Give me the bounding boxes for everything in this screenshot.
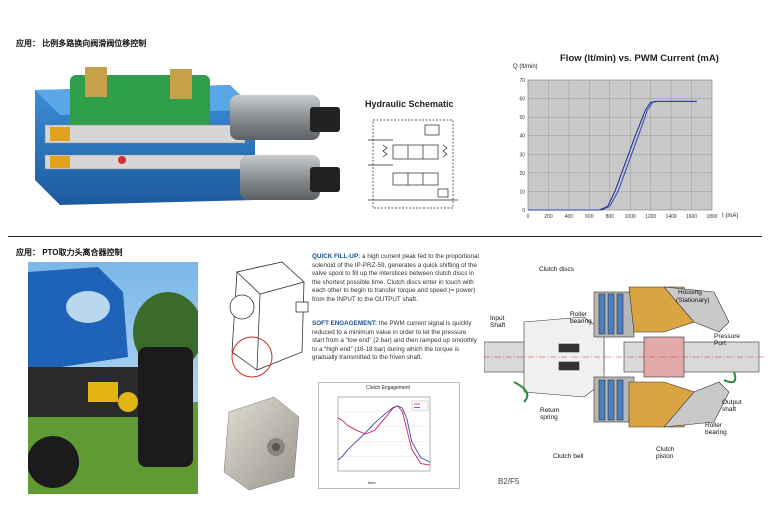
flow-ytick-label: 40	[519, 134, 525, 140]
gearbox-photo	[223, 396, 300, 491]
flow-chart-ylabel: Q (lt/min)	[513, 64, 538, 70]
clutch-chart-xlabel: time	[368, 480, 376, 485]
flow-ytick-label: 60	[519, 97, 525, 103]
label-clutch-discs: Clutch discs	[539, 266, 575, 273]
flow-xtick-label: 800	[606, 214, 615, 220]
label-housing: Housing	[678, 289, 702, 296]
quick-fill-paragraph: QUICK FILL-UP: a high current peak fed t…	[312, 253, 480, 305]
flow-series-line	[528, 100, 697, 211]
section-divider	[8, 236, 762, 237]
hydraulic-schematic	[368, 119, 458, 209]
clutch-series-line	[337, 405, 431, 463]
clutch-chart-title: Clutch Engagement	[366, 385, 410, 391]
soft-engagement-heading: SOFT ENGAGEMENT:	[312, 320, 378, 327]
flow-chart-xlabel: I (mA)	[722, 213, 739, 219]
flow-xtick-label: 400	[565, 214, 574, 220]
page-code: B2/F5	[498, 477, 520, 486]
flow-xtick-label: 0	[527, 214, 530, 220]
label-input-shaft: Input Shaft	[490, 315, 506, 329]
flow-ytick-label: 30	[519, 152, 525, 158]
gearbox-drawing	[229, 261, 309, 378]
label-pressure-port: Pressure Port	[714, 333, 741, 347]
label-stationary: (Stationary)	[676, 297, 710, 304]
flow-xtick-label: 1800	[706, 214, 717, 220]
flow-chart-title: Flow (lt/min) vs. PWM Current (mA)	[560, 53, 719, 64]
flow-ytick-label: 70	[519, 78, 525, 84]
label-return-spring: Return spring	[540, 407, 560, 421]
clutch-chart	[337, 396, 431, 472]
flow-ytick-label: 0	[522, 208, 525, 214]
flow-xtick-label: 1200	[645, 214, 656, 220]
flow-ytick-label: 10	[519, 189, 525, 195]
schematic-title: Hydraulic Schematic	[365, 99, 454, 109]
valve-illustration	[35, 67, 340, 205]
section-title-pto: 应用： PTO取力头离合器控制	[16, 248, 123, 257]
flow-chart: 0 10 20 30 40 50 60 70 0 200 400 600 800 1000 1200 1400…	[519, 78, 717, 220]
quick-fill-heading: QUICK FILL-UP:	[312, 253, 361, 260]
quick-fill-body: a high current peak fed to the proportio…	[312, 253, 479, 303]
flow-xtick-label: 1600	[686, 214, 697, 220]
clutch-series-line	[337, 405, 431, 466]
label-clutch-bell: Clutch bell	[553, 453, 584, 460]
soft-engagement-body: the PWM current signal is quickly reduce…	[312, 320, 477, 362]
tractor-photo	[28, 262, 198, 494]
flow-ytick-label: 50	[519, 115, 525, 121]
flow-xtick-label: 1400	[666, 214, 677, 220]
clutch-cross-section	[484, 286, 764, 428]
section-title-valve: 应用： 比例多路换向阀滑阀位移控制	[16, 39, 147, 48]
label-roller-bearing-top: Roller bearing	[570, 311, 592, 325]
flow-xtick-label: 600	[585, 214, 594, 220]
soft-engagement-paragraph: SOFT ENGAGEMENT: the PWM current signal …	[312, 320, 480, 363]
flow-xtick-label: 200	[544, 214, 553, 220]
label-output-shaft: Output shaft	[722, 399, 742, 413]
flow-xtick-label: 1000	[625, 214, 636, 220]
label-clutch-piston: Clutch piston	[656, 446, 675, 460]
clutch-legend-box	[411, 400, 429, 411]
label-roller-bearing-bottom: Roller bearing	[705, 422, 727, 436]
flow-plot-area	[527, 79, 713, 211]
flow-ytick-label: 20	[519, 171, 525, 177]
